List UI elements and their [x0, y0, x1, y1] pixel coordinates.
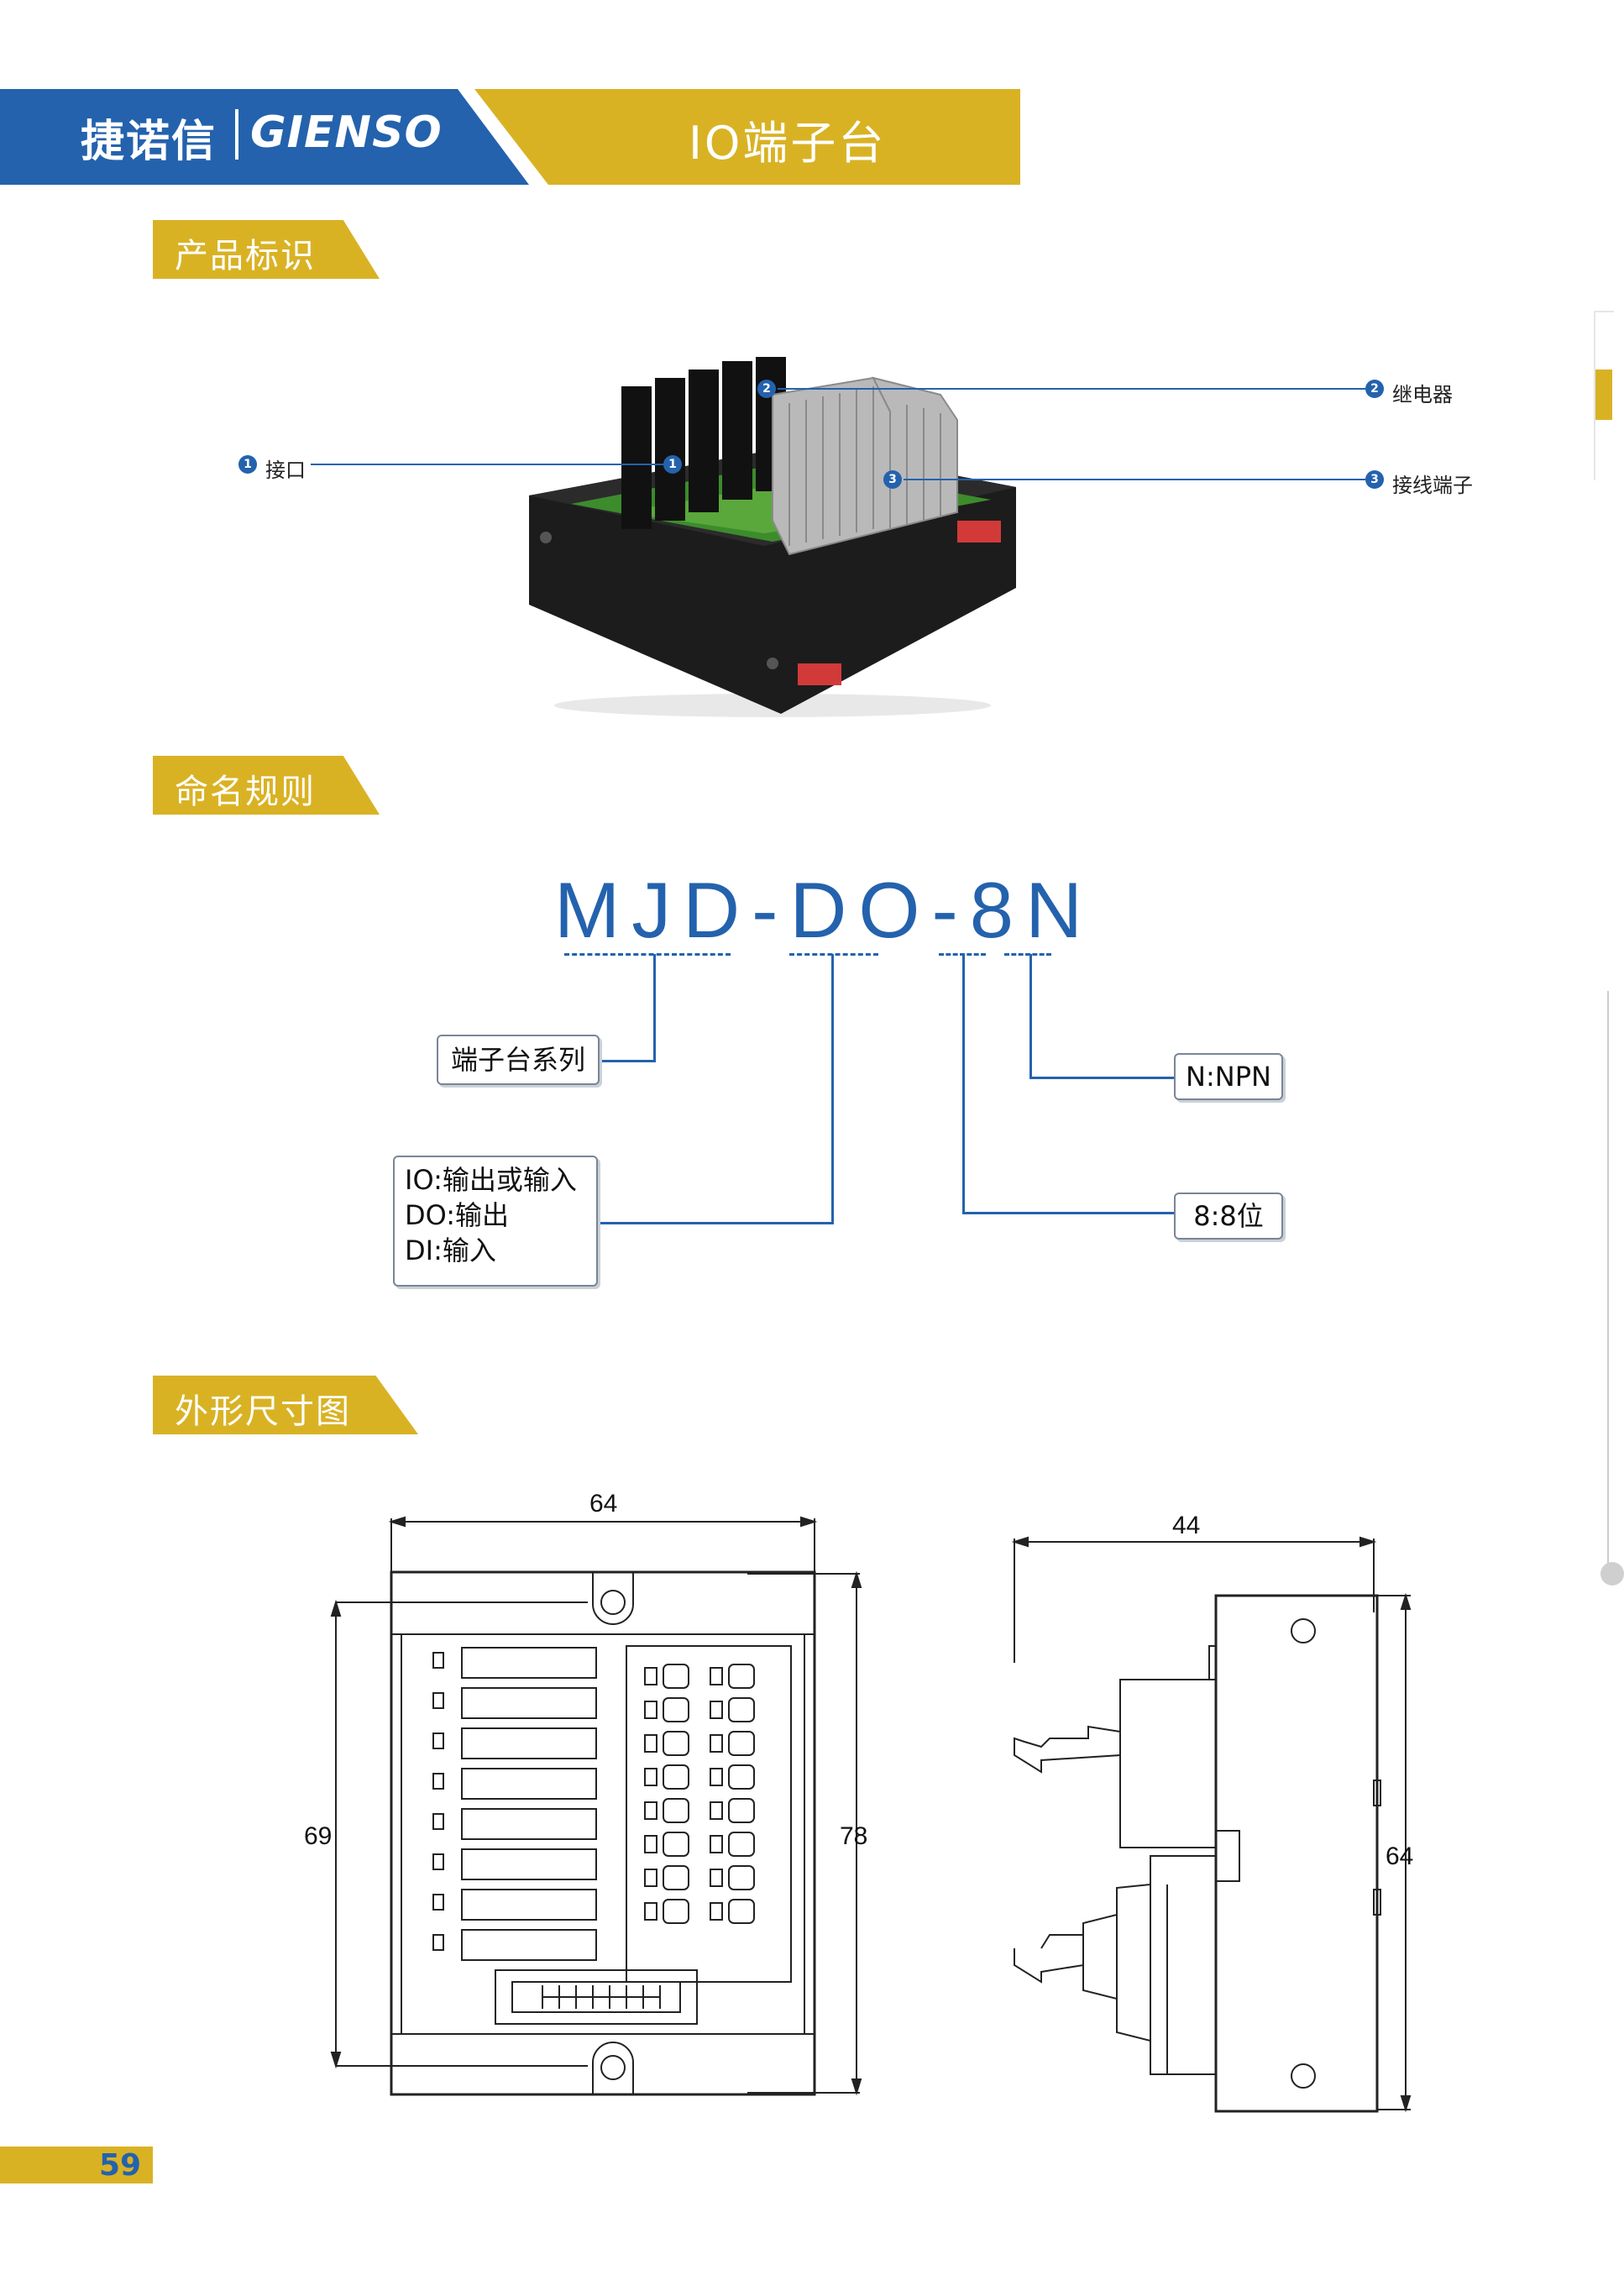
connector-line: [962, 1212, 1174, 1214]
connector-line: [962, 954, 965, 1214]
header-brand-band: [0, 89, 529, 185]
section-tag-naming: 命名规则: [153, 756, 380, 815]
connector-line: [1029, 954, 1032, 1078]
bits-box: 8:8位: [1174, 1193, 1283, 1240]
front-width-label: 64: [589, 1490, 617, 1518]
callout-1-point: 1: [663, 455, 682, 474]
type-line: DI:输入: [405, 1234, 496, 1266]
callout-1-line: [311, 464, 663, 465]
connector-line: [831, 954, 834, 1224]
section-tag-identify: 产品标识: [153, 220, 380, 279]
type-line: DO:输出: [405, 1199, 510, 1231]
callout-1-label: 接口: [265, 459, 306, 482]
callout-3-label: 接线端子: [1392, 474, 1473, 497]
page-title: IO端子台: [689, 117, 887, 170]
callout-3-marker: 3: [1365, 470, 1384, 489]
page-number: 59: [99, 2148, 142, 2183]
polarity-label: N:NPN: [1186, 1061, 1271, 1093]
series-box: 端子台系列: [437, 1035, 600, 1085]
section-title: 命名规则: [175, 773, 316, 811]
model-segment-n-underline: [1004, 953, 1051, 956]
callout-3-line: [904, 479, 1365, 480]
connector-line: [600, 1222, 834, 1224]
front-height-label: 78: [840, 1822, 867, 1850]
front-view-drawing: 64 69 78: [304, 1490, 867, 2096]
edge-line: [1607, 991, 1609, 1579]
side-width-label: 44: [1172, 1512, 1200, 1539]
page-number-bar: [0, 2147, 153, 2183]
callout-1-marker: 1: [238, 455, 257, 474]
callout-2-label: 继电器: [1392, 383, 1453, 406]
connector-line: [653, 954, 656, 1062]
callout-2-point: 2: [757, 380, 776, 398]
section-title: 外形尺寸图: [175, 1392, 351, 1431]
bits-label: 8:8位: [1193, 1200, 1264, 1232]
connector-line: [600, 1060, 656, 1062]
model-segment-mjd-underline: [564, 953, 731, 956]
product-photo: [529, 357, 1016, 717]
edge-tab: [1595, 370, 1612, 420]
callout-2-marker: 2: [1365, 380, 1384, 398]
section-title: 产品标识: [175, 237, 316, 275]
edge-decoration: [1594, 311, 1614, 480]
brand-separator: [235, 109, 238, 160]
section-tag-dimensions: 外形尺寸图: [153, 1376, 418, 1434]
edge-dot: [1600, 1562, 1624, 1586]
type-box: IO:输出或输入 DO:输出 DI:输入: [393, 1156, 598, 1287]
model-segment-do-underline: [789, 953, 878, 956]
model-code: MJD-DO-8N: [554, 866, 1094, 954]
type-line: IO:输出或输入: [405, 1164, 577, 1196]
callout-2-line: [778, 388, 1365, 390]
front-inner-height-label: 69: [304, 1822, 332, 1850]
connector-line: [1029, 1077, 1174, 1079]
side-view-drawing: 44 64: [1011, 1512, 1413, 2113]
polarity-box: N:NPN: [1174, 1053, 1283, 1100]
callout-3-point: 3: [883, 470, 902, 489]
brand-chinese-name: 捷诺信: [81, 117, 217, 167]
series-label: 端子台系列: [450, 1044, 585, 1076]
side-height-label: 64: [1386, 1843, 1413, 1870]
brand-logo-text: GIENSO: [250, 107, 443, 158]
header-title-band: [474, 89, 1020, 185]
